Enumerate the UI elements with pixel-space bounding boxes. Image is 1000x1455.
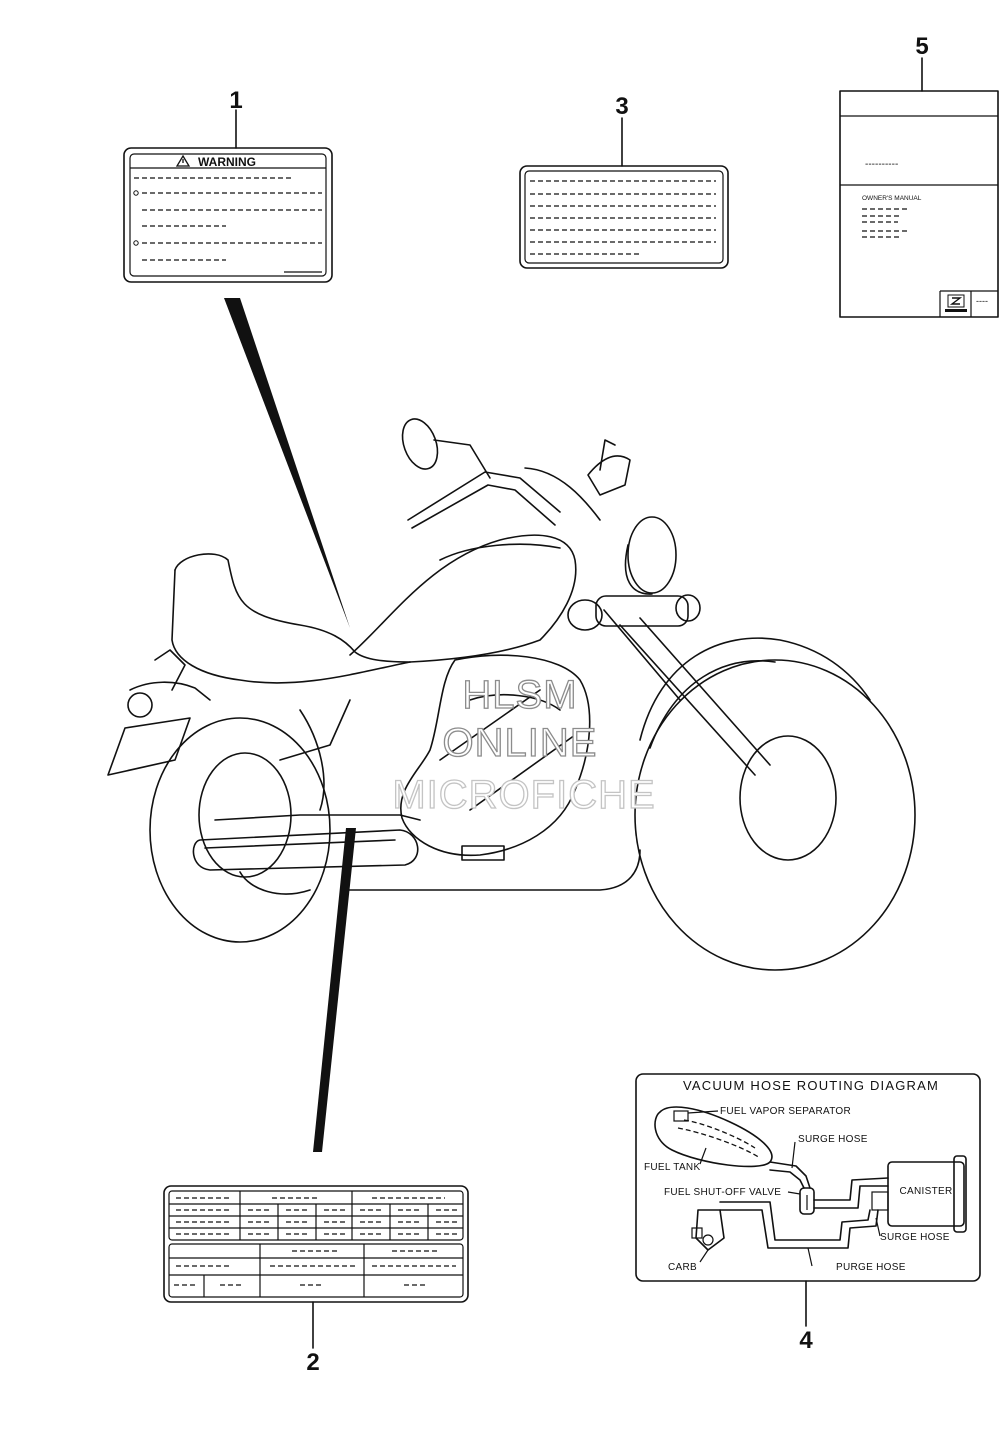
suzuki-logo-icon <box>945 294 967 312</box>
leader-line-2 <box>313 828 356 1152</box>
purge-hose-label: PURGE HOSE <box>836 1262 906 1273</box>
watermark-line-1: HLSM <box>462 673 577 717</box>
manual-subtitle: OWNER'S MANUAL <box>862 195 922 202</box>
info-label-3 <box>519 165 729 269</box>
warning-triangle-icon <box>175 154 191 167</box>
carb-label: CARB <box>668 1262 697 1273</box>
fuel-tank-label: FUEL TANK <box>644 1162 700 1173</box>
leader-line-1 <box>224 298 350 628</box>
watermark-line-3: MICROFICHE <box>392 773 655 817</box>
callout-4: 4 <box>799 1327 813 1354</box>
watermark-line-2: ONLINE <box>443 721 598 765</box>
vacuum-hose-diagram: VACUUM HOSE ROUTING DIAGRAM CANISTER FUE… <box>635 1073 981 1282</box>
canister-label: CANISTER <box>900 1186 953 1197</box>
warning-label: WARNING <box>123 147 333 283</box>
tire-info-label <box>163 1185 469 1303</box>
watermark: HLSM ONLINE MICROFICHE <box>392 672 656 817</box>
surge-hose-bottom-label: SURGE HOSE <box>880 1232 950 1243</box>
vacuum-diagram-title: VACUUM HOSE ROUTING DIAGRAM <box>683 1078 939 1093</box>
callout-5: 5 <box>915 33 928 60</box>
fuel-shutoff-valve-label: FUEL SHUT-OFF VALVE <box>664 1187 781 1198</box>
owners-manual: ---------- OWNER'S MANUAL ---- <box>839 90 999 318</box>
motorcycle-drawing <box>107 418 916 971</box>
manual-heading: ---------- <box>865 159 898 170</box>
manual-corner-text: ---- <box>976 296 988 306</box>
callout-3: 3 <box>615 93 628 120</box>
surge-hose-top-label: SURGE HOSE <box>798 1134 868 1145</box>
fuel-vapor-separator-label: FUEL VAPOR SEPARATOR <box>720 1106 851 1117</box>
callout-2: 2 <box>306 1349 319 1376</box>
callout-1: 1 <box>229 87 242 114</box>
warning-title: WARNING <box>198 155 256 169</box>
